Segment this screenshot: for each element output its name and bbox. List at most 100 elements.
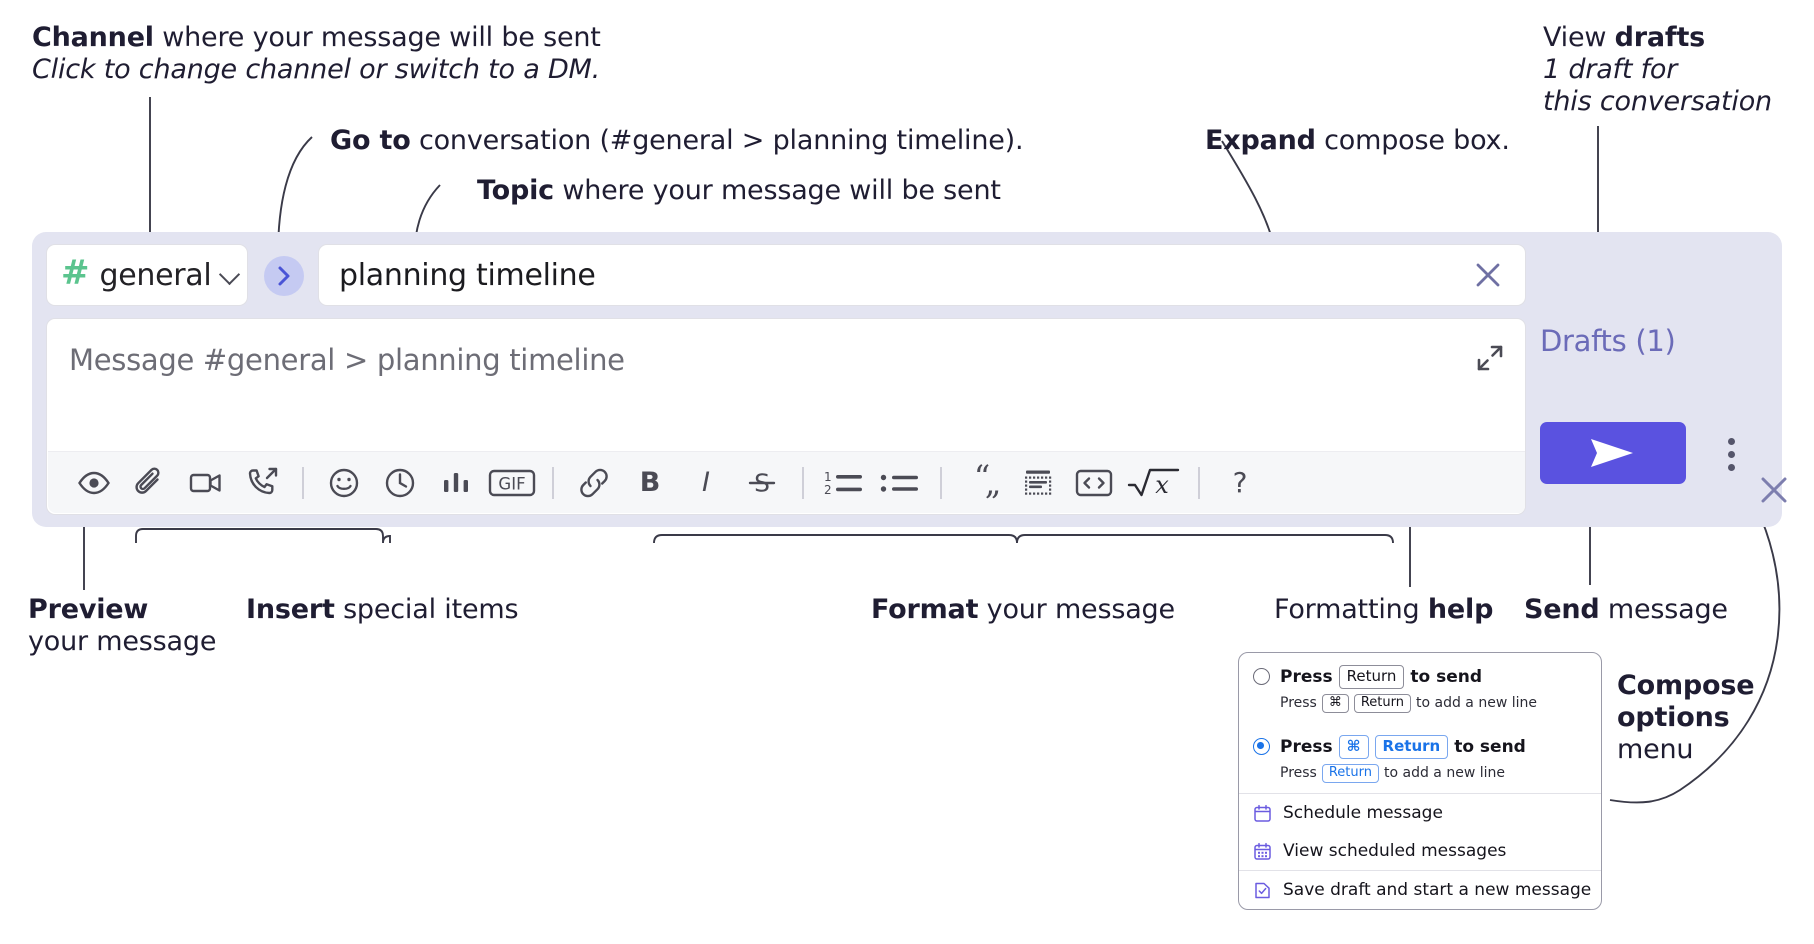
- topic-field[interactable]: planning timeline: [318, 244, 1526, 306]
- option2-sub-key-return: Return: [1321, 763, 1379, 783]
- drafts-link[interactable]: Drafts (1): [1540, 324, 1676, 358]
- clock-icon[interactable]: [372, 459, 428, 507]
- compose-inner: # general planning timeline: [46, 244, 1526, 515]
- more-vertical-dot: [1727, 463, 1735, 471]
- italic-icon[interactable]: I: [678, 459, 734, 507]
- radio-button[interactable]: [1253, 668, 1270, 685]
- menu-item-schedule-message[interactable]: Schedule message: [1239, 794, 1601, 832]
- annotation-help-normal: Formatting: [1274, 594, 1428, 625]
- annotation-format-bold: Format: [871, 594, 979, 625]
- option1-sub-key-return: Return: [1353, 693, 1411, 713]
- strikethrough-icon[interactable]: S: [734, 459, 790, 507]
- topic-clear-button[interactable]: [1471, 258, 1505, 292]
- annotation-help-bold: help: [1427, 594, 1494, 625]
- channel-selector[interactable]: # general: [46, 244, 248, 306]
- radio-button-selected[interactable]: [1253, 738, 1270, 755]
- more-vertical-dot: [1727, 450, 1735, 458]
- expand-compose-button[interactable]: [1473, 341, 1507, 375]
- bold-icon[interactable]: B: [622, 459, 678, 507]
- annotation-topic-rest: where your message will be sent: [553, 175, 1001, 206]
- option1-key-return: Return: [1338, 665, 1405, 689]
- menu-radio-option-2-sub: Press Return to add a new line: [1239, 759, 1601, 793]
- preview-icon[interactable]: [66, 459, 122, 507]
- italic-label: I: [702, 467, 710, 498]
- annotation-goto-bold: Go to: [330, 125, 411, 156]
- video-icon[interactable]: [178, 459, 234, 507]
- message-placeholder: Message #general > planning timeline: [69, 343, 625, 377]
- divider: [302, 466, 304, 499]
- message-input-box[interactable]: Message #general > planning timeline: [46, 318, 1526, 515]
- divider: [802, 466, 804, 499]
- option1-sub-press: Press: [1280, 695, 1317, 712]
- option2-press: Press: [1280, 736, 1333, 757]
- annotation-channel-bold: Channel: [32, 22, 154, 53]
- annotation-goto-rest: conversation (#general > planning timeli…: [410, 125, 1024, 156]
- compose-panel: # general planning timeline: [32, 232, 1787, 527]
- code-block-icon[interactable]: [1010, 459, 1066, 507]
- ordered-list-icon[interactable]: 1 2: [816, 459, 872, 507]
- annotation-channel: Channel where your message will be sent …: [32, 22, 601, 86]
- compose-options-button[interactable]: [1718, 430, 1744, 478]
- annotation-insert-rest: special items: [334, 594, 519, 625]
- annotation-drafts-italic1: 1 draft for: [1543, 53, 1678, 85]
- option2-key-cmd: ⌘: [1338, 735, 1369, 759]
- svg-text:„: „: [985, 464, 1002, 502]
- chevron-down-icon: [221, 265, 233, 285]
- option2-sub-press: Press: [1280, 765, 1317, 782]
- annotation-compose-bold1: Compose: [1617, 670, 1755, 701]
- menu-item-save-draft[interactable]: Save draft and start a new message: [1239, 871, 1601, 909]
- topic-value: planning timeline: [339, 257, 596, 293]
- annotation-preview: Preview your message: [28, 594, 216, 658]
- close-icon: [1476, 263, 1500, 287]
- calendar-grid-icon: [1254, 842, 1271, 860]
- menu-radio-option-1[interactable]: Press Return to send: [1239, 653, 1601, 689]
- link-icon[interactable]: [566, 459, 622, 507]
- annotation-compose-bold2: options: [1617, 701, 1730, 733]
- channel-name: general: [99, 257, 212, 293]
- annotation-drafts-bold: drafts: [1614, 22, 1706, 53]
- annotation-channel-italic: Click to change channel or switch to a D…: [32, 53, 601, 85]
- annotation-formatting-help: Formatting help: [1274, 594, 1493, 626]
- annotation-drafts-normal: View: [1543, 22, 1615, 53]
- annotation-expand-rest: compose box.: [1315, 125, 1510, 156]
- annotation-compose-normal: menu: [1617, 733, 1694, 765]
- poll-icon[interactable]: [428, 459, 484, 507]
- option2-key-return: Return: [1374, 735, 1449, 759]
- phone-outgoing-icon[interactable]: [234, 459, 290, 507]
- option1-sub-key-cmd: ⌘: [1321, 693, 1349, 713]
- menu-radio-option-1-sub: Press ⌘ Return to add a new line: [1239, 689, 1601, 723]
- more-vertical-dot: [1727, 437, 1735, 445]
- menu-radio-option-2[interactable]: Press ⌘ Return to send: [1239, 723, 1601, 759]
- svg-text:2: 2: [824, 483, 832, 497]
- menu-item-label: View scheduled messages: [1283, 841, 1507, 861]
- option1-sub-tail: to add a new line: [1416, 695, 1537, 712]
- menu-item-view-scheduled-messages[interactable]: View scheduled messages: [1239, 832, 1601, 870]
- menu-divider: [1239, 793, 1601, 794]
- bold-label: B: [640, 467, 661, 498]
- save-draft-icon: [1255, 882, 1270, 898]
- send-button[interactable]: [1540, 422, 1686, 484]
- divider: [552, 466, 554, 499]
- bulleted-list-icon[interactable]: [872, 459, 928, 507]
- attachment-icon[interactable]: [122, 459, 178, 507]
- compose-options-menu: Press Return to send Press ⌘ Return to a…: [1238, 652, 1602, 910]
- inline-code-icon[interactable]: [1066, 459, 1122, 507]
- annotation-format: Format your message: [871, 594, 1175, 626]
- math-icon[interactable]: x: [1122, 459, 1186, 507]
- blockquote-icon[interactable]: “ „: [954, 458, 1010, 507]
- annotation-insert: Insert special items: [246, 594, 519, 626]
- emoji-icon[interactable]: [316, 459, 372, 507]
- help-label: ?: [1233, 466, 1248, 499]
- help-icon[interactable]: ?: [1212, 459, 1268, 507]
- gif-icon[interactable]: GIF: [484, 459, 540, 507]
- option1-press: Press: [1280, 666, 1333, 687]
- annotation-send: Send message: [1524, 594, 1728, 626]
- menu-item-label: Schedule message: [1283, 803, 1443, 823]
- goto-conversation-button[interactable]: [264, 256, 304, 296]
- annotation-topic-bold: Topic: [477, 175, 554, 206]
- panel-close-button[interactable]: [1756, 472, 1792, 508]
- annotation-compose-options: Compose options menu: [1617, 670, 1755, 766]
- svg-text:1: 1: [824, 470, 832, 484]
- annotation-expand: Expand compose box.: [1205, 125, 1510, 157]
- divider: [940, 466, 942, 499]
